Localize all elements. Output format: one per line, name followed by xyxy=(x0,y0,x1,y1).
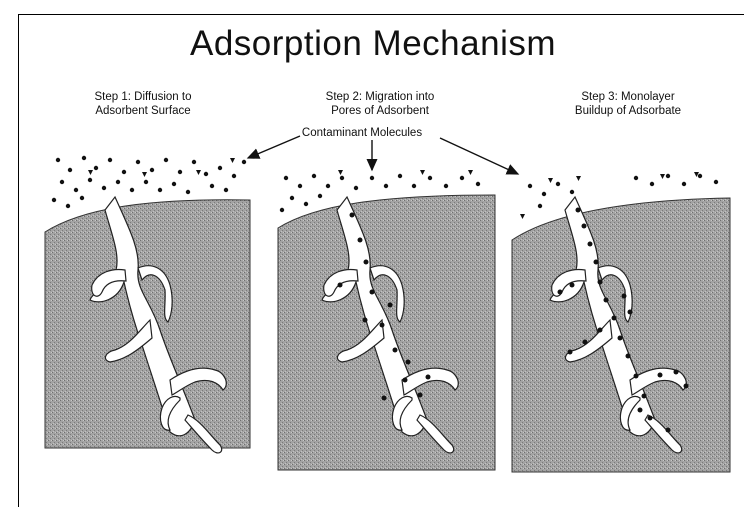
panel-step-1 xyxy=(45,197,250,453)
panel-step-2 xyxy=(278,195,495,470)
arrow-to-panel-1 xyxy=(248,136,300,158)
arrow-to-panel-3 xyxy=(440,138,518,174)
panel-step-3 xyxy=(512,197,730,472)
